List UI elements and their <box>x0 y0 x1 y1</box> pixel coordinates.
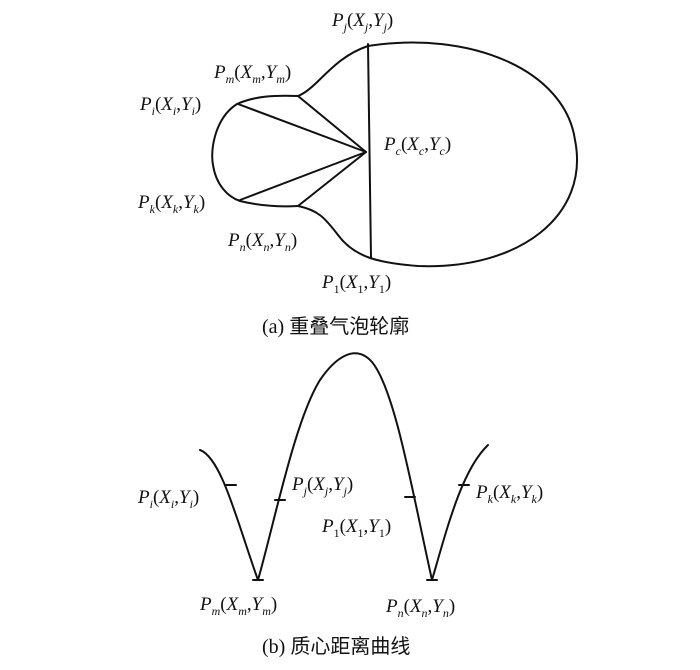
chord-p1-pj <box>367 43 372 259</box>
label-a-pi: Pi(Xi,Yi) <box>139 94 201 118</box>
label-a-pm: Pm(Xm,Ym) <box>213 62 291 86</box>
line-pc-pn <box>297 151 367 207</box>
distance-curve <box>199 352 489 581</box>
line-pc-pi <box>237 103 367 153</box>
bubble-contour-figure: Pj(Xj,Yj) Pm(Xm,Ym) Pi(Xi,Yi) Pc(Xc,Yc) … <box>137 10 578 338</box>
label-b-pi: Pi(Xi,Yi) <box>137 487 199 511</box>
centroid-distance-figure: Pi(Xi,Yi) Pj(Xj,Yj) Pk(Xk,Yk) P1(X1,Y1) … <box>137 352 543 658</box>
label-b-pm: Pm(Xm,Ym) <box>199 594 277 618</box>
label-a-pj: Pj(Xj,Yj) <box>331 10 393 34</box>
label-a-pk: Pk(Xk,Yk) <box>137 192 205 216</box>
caption-a: (a) 重叠气泡轮廓 <box>262 315 409 338</box>
label-b-pj: Pj(Xj,Yj) <box>291 474 353 498</box>
small-bubble-outline <box>211 94 299 208</box>
line-pc-pk <box>239 151 367 201</box>
label-b-p1: P1(X1,Y1) <box>321 516 391 540</box>
label-b-pn: Pn(Xn,Yn) <box>385 596 455 620</box>
label-b-pk: Pk(Xk,Yk) <box>475 482 543 506</box>
label-a-pn: Pn(Xn,Yn) <box>227 230 297 254</box>
line-pc-pm <box>297 95 367 153</box>
caption-b: (b) 质心距离曲线 <box>262 635 410 658</box>
label-a-pc: Pc(Xc,Yc) <box>383 134 451 158</box>
label-a-p1: P1(X1,Y1) <box>321 272 391 296</box>
